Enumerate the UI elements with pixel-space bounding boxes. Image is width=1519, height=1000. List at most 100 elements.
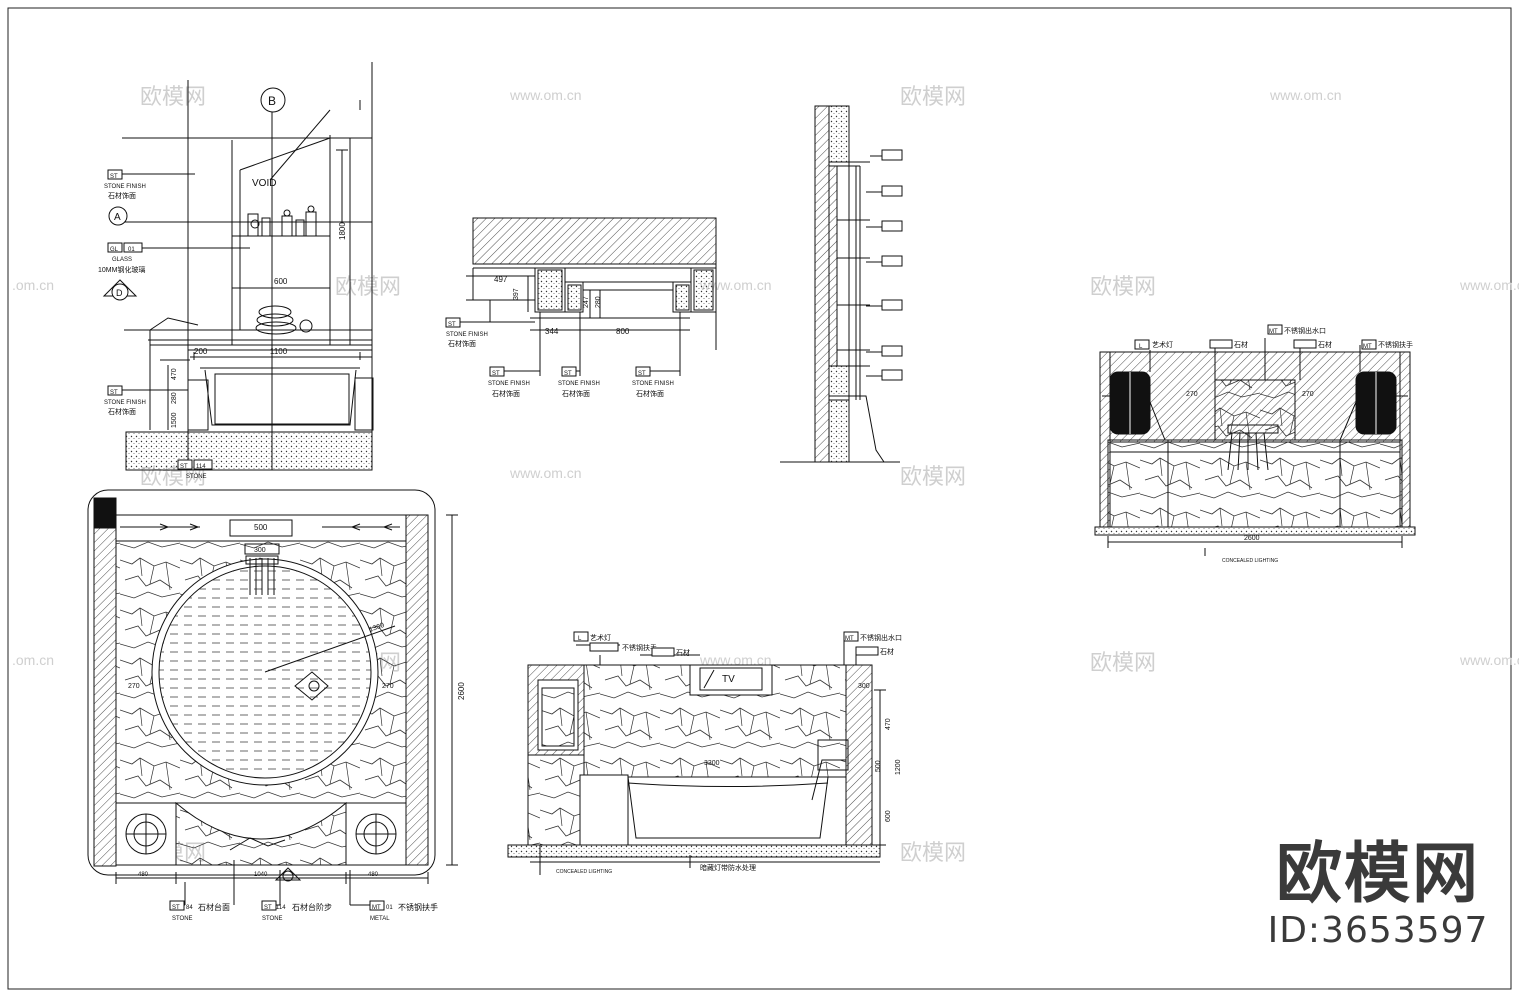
- dim-1040: 1040: [254, 872, 268, 878]
- material-tag-gl-name: GLASS: [112, 257, 132, 263]
- grid-bubble-b: [260, 87, 286, 113]
- material-tag-ceiling-4-name: STONE FINISH: [632, 381, 674, 387]
- material-tag-c-stone-label: 石材: [1234, 340, 1248, 349]
- watermark-text: 欧模网: [900, 464, 966, 489]
- sheet-border: [7, 7, 1512, 990]
- material-tag-ceiling-1-name: STONE FINISH: [446, 332, 488, 338]
- material-tag-st-2-name: STONE FINISH: [104, 400, 146, 406]
- material-tag-ceiling-1-cn: 石材饰面: [448, 339, 476, 348]
- watermark-url: .om.cn: [12, 652, 54, 668]
- material-tag-plan-3-num: 01: [386, 905, 393, 911]
- dim-344: 344: [545, 327, 559, 336]
- watermark-url: www.om.cn: [509, 87, 582, 103]
- watermark-url: .om.cn: [12, 277, 54, 293]
- material-tag-st-2-cn: 石材饰面: [108, 407, 136, 416]
- material-tag-plan-3-label: 不锈钢扶手: [398, 902, 438, 912]
- tv-label: TV: [722, 674, 735, 685]
- watermark-text: 欧模网: [900, 84, 966, 109]
- dim-470: 470: [885, 718, 892, 730]
- brand-id: ID:3653597: [1267, 910, 1489, 951]
- material-tag-c-outlet: [1267, 324, 1283, 335]
- material-tag-c-lighting-label: 艺术灯: [1152, 340, 1173, 349]
- watermark-url: www.om.cn: [1269, 87, 1342, 103]
- material-tag-ceiling-2-cn: 石材饰面: [492, 389, 520, 398]
- dim-480-right: 480: [368, 872, 379, 878]
- dim-270-left: 270: [128, 683, 140, 690]
- dim-300: 300: [858, 683, 870, 690]
- material-tag-lighting-code: L: [578, 636, 582, 642]
- dim-480-left: 480: [138, 872, 149, 878]
- bottom-note-lighting: CONCEALED LIGHTING: [556, 869, 612, 875]
- material-tag-plan-2-code: ST: [264, 905, 272, 911]
- material-tag-c-stone: [1209, 339, 1233, 349]
- dim-c-2600: 2600: [1244, 535, 1260, 542]
- section-marker-d-label: D: [116, 288, 123, 298]
- material-tag-gl-code: GL: [110, 247, 119, 253]
- material-tag-c-handrail-label: 不锈钢扶手: [1378, 340, 1413, 349]
- material-tag-st-2-code: ST: [110, 390, 118, 396]
- watermark-text: 欧模网: [900, 840, 966, 865]
- watermark-url: www.om.cn: [509, 465, 582, 481]
- material-tag-st-code: ST: [110, 174, 118, 180]
- watermark-text: 欧模网: [1090, 650, 1156, 675]
- dim-2600: 2600: [457, 682, 466, 700]
- watermark-url: www.om.cn: [699, 652, 772, 668]
- watermark-url: www.om.cn: [699, 277, 772, 293]
- material-tag-outlet: [843, 631, 859, 642]
- material-tag-plan-1-num: 84: [186, 905, 193, 911]
- material-tag-ceiling-3-code: ST: [564, 371, 572, 377]
- material-tag-stone-bottom-code: ST: [180, 464, 188, 470]
- material-tag-c-handrail: [1361, 339, 1377, 350]
- elevation-c-labels: L 艺术灯 石材 MT 不锈钢出水口 石材 MT 不锈钢扶手 270 270 2…: [1134, 324, 1413, 564]
- bath-plan-labels: 500 300 270 270 2600 1300 480 1040 480 S…: [128, 523, 466, 922]
- material-tag-handrail: [589, 642, 619, 652]
- material-tag-st-cn: 石材饰面: [108, 191, 136, 200]
- material-tag-lighting: [573, 631, 589, 642]
- material-tag-outlet-label: 不锈钢出水口: [860, 633, 902, 642]
- dim-3300: 3300: [704, 760, 720, 767]
- material-tag-handrail-label: 不锈钢扶手: [622, 643, 657, 652]
- material-tag-plan-1: [169, 900, 185, 911]
- ceiling-section-labels: 497 397 247 280 344 800 ST STONE FINISH …: [445, 275, 680, 398]
- elevation-a: [122, 62, 374, 471]
- material-tag-stone-bottom: [177, 459, 193, 470]
- material-tag-stone-label: 石材: [676, 648, 690, 657]
- material-tag-ceiling-2-name: STONE FINISH: [488, 381, 530, 387]
- material-tag-ceiling-4-cn: 石材饰面: [636, 389, 664, 398]
- material-tag-c-handrail-code: MT: [1363, 344, 1372, 350]
- watermark-text: 欧模网: [1090, 274, 1156, 299]
- material-tag-st-name: STONE FINISH: [104, 184, 146, 190]
- dim-247: 247: [583, 296, 590, 308]
- material-tag-plan-1-name: STONE: [172, 916, 193, 922]
- material-tag-outlet-code: MT: [845, 636, 854, 642]
- dim-1200: 1200: [895, 759, 902, 775]
- elevation-a-labels: B A D VOID 1800 600 200 1100 470 280 150…: [98, 87, 347, 480]
- material-tag-gl-num: 01: [128, 247, 135, 253]
- dim-c-270-left: 270: [1186, 391, 1198, 398]
- grid-bubble-b-label: B: [268, 94, 276, 108]
- material-tag-stone-bottom-num-box: [193, 459, 213, 470]
- dim-800: 800: [616, 327, 630, 336]
- grid-bubble-a-label: A: [114, 212, 121, 223]
- material-tag-c-stone-2: [1293, 339, 1317, 349]
- material-tag-ceiling-3-cn: 石材饰面: [562, 389, 590, 398]
- dim-470: 470: [171, 368, 178, 380]
- material-tag-ceiling-1-code: ST: [448, 322, 456, 328]
- dim-397: 397: [513, 288, 520, 300]
- dim-500: 500: [875, 760, 882, 772]
- material-tag-c-lighting-code: L: [1139, 344, 1143, 350]
- brand-logo: 欧模网: [1276, 835, 1480, 912]
- material-tag-plan-1-code: ST: [172, 905, 180, 911]
- grid-bubble-a: [108, 206, 128, 226]
- material-tag-c-outlet-label: 不锈钢出水口: [1284, 326, 1326, 335]
- material-tag-gl-cn: 10MM钢化玻璃: [98, 265, 145, 274]
- watermark-text: 欧模网: [335, 274, 401, 299]
- dim-497: 497: [494, 275, 508, 284]
- material-tag-plan-3: [369, 900, 385, 911]
- dim-1100: 1100: [270, 347, 288, 356]
- dim-c-270-right: 270: [1302, 391, 1314, 398]
- material-tag-stone-bottom-name: STONE: [186, 474, 207, 480]
- material-tag-plan-1-label: 石材台面: [198, 902, 230, 912]
- ceiling-section: [466, 217, 717, 376]
